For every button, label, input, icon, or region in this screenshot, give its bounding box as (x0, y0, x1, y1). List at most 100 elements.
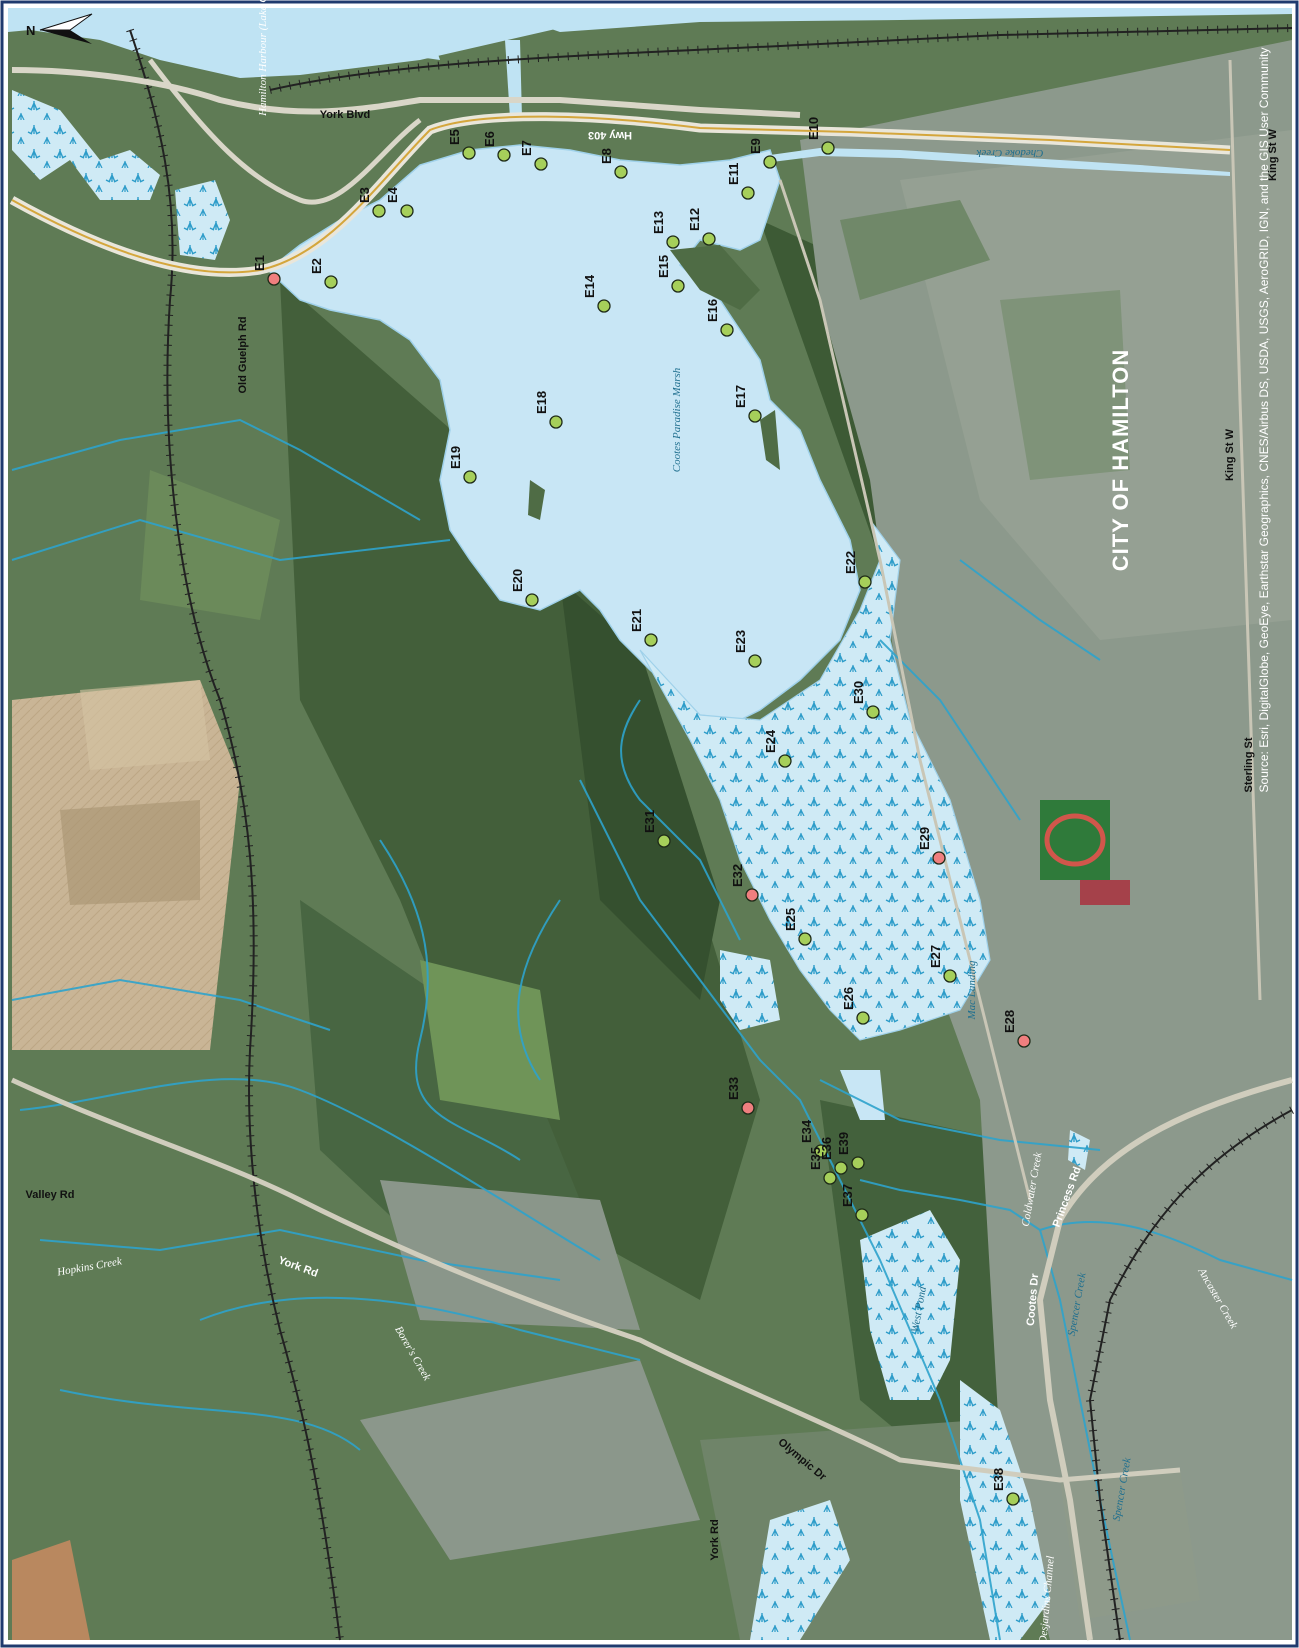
site-marker-e35[interactable] (823, 1171, 837, 1185)
site-label-e34: E34 (799, 1119, 814, 1143)
site-marker-e12[interactable] (702, 232, 716, 246)
site-marker-e23[interactable] (748, 654, 762, 668)
site-marker-e32[interactable] (745, 888, 759, 902)
label-hwy-403: Hwy 403 (588, 129, 632, 141)
site-marker-e5[interactable] (462, 146, 476, 160)
site-e5[interactable]: E5 (447, 129, 476, 160)
site-marker-e19[interactable] (463, 470, 477, 484)
site-e35[interactable]: E35 (808, 1147, 837, 1185)
site-e37[interactable]: E37 (840, 1184, 869, 1222)
site-e6[interactable]: E6 (482, 131, 511, 162)
site-marker-e21[interactable] (644, 633, 658, 647)
site-marker-e38[interactable] (1006, 1492, 1020, 1506)
marsh-open-water (266, 144, 861, 721)
site-e36[interactable]: E36 (819, 1137, 848, 1175)
site-e1[interactable]: E1 (252, 255, 281, 286)
site-marker-e4[interactable] (400, 204, 414, 218)
site-marker-e17[interactable] (748, 409, 762, 423)
site-e39[interactable]: E39 (836, 1132, 865, 1170)
site-e24[interactable]: E24 (763, 729, 792, 768)
site-marker-e10[interactable] (821, 141, 835, 155)
site-e27[interactable]: E27 (928, 945, 957, 983)
site-marker-e1[interactable] (267, 272, 281, 286)
site-e13[interactable]: E13 (651, 211, 680, 249)
site-marker-e6[interactable] (497, 148, 511, 162)
site-marker-e27[interactable] (943, 969, 957, 983)
site-marker-e24[interactable] (778, 754, 792, 768)
site-e9[interactable]: E9 (748, 138, 777, 169)
site-e28[interactable]: E28 (1002, 1010, 1031, 1048)
site-marker-e7[interactable] (534, 157, 548, 171)
label-york-blvd: York Blvd (320, 109, 371, 121)
railways (126, 24, 1294, 1641)
site-marker-e18[interactable] (549, 415, 563, 429)
site-e3[interactable]: E3 (357, 187, 386, 218)
site-marker-e16[interactable] (720, 323, 734, 337)
site-label-e8: E8 (599, 148, 614, 164)
site-label-e11: E11 (726, 163, 741, 185)
label-chedoke-creek: Chedoke Creek (975, 147, 1043, 159)
site-e2[interactable]: E2 (309, 258, 338, 289)
site-marker-e30[interactable] (866, 705, 880, 719)
site-e21[interactable]: E21 (629, 609, 658, 647)
site-marker-e22[interactable] (858, 575, 872, 589)
site-marker-e28[interactable] (1017, 1034, 1031, 1048)
site-marker-e34[interactable] (814, 1144, 828, 1158)
site-marker-e33[interactable] (741, 1101, 755, 1115)
site-label-e10: E10 (806, 117, 821, 140)
site-marker-e31[interactable] (657, 834, 671, 848)
site-e25[interactable]: E25 (783, 908, 812, 946)
site-marker-e37[interactable] (855, 1208, 869, 1222)
site-e17[interactable]: E17 (733, 385, 762, 423)
site-e8[interactable]: E8 (599, 148, 628, 179)
site-label-e6: E6 (482, 131, 497, 147)
site-marker-e11[interactable] (741, 186, 755, 200)
site-e19[interactable]: E19 (448, 446, 477, 484)
site-e12[interactable]: E12 (687, 208, 716, 246)
site-e38[interactable]: E38 (991, 1468, 1020, 1506)
site-e14[interactable]: E14 (582, 274, 611, 313)
site-e31[interactable]: E31 (642, 810, 671, 848)
site-e7[interactable]: E7 (519, 140, 548, 171)
site-e32[interactable]: E32 (730, 864, 759, 902)
site-e23[interactable]: E23 (733, 630, 762, 668)
site-marker-e29[interactable] (932, 851, 946, 865)
creek-network (11, 418, 1293, 1641)
site-e34[interactable]: E34 (799, 1119, 828, 1158)
site-marker-e13[interactable] (666, 235, 680, 249)
site-label-e20: E20 (510, 569, 525, 592)
label-king-st-w-top: King St W (1267, 128, 1279, 181)
site-marker-e25[interactable] (798, 932, 812, 946)
site-e26[interactable]: E26 (841, 987, 870, 1025)
site-label-e26: E26 (841, 987, 856, 1010)
site-marker-e36[interactable] (834, 1161, 848, 1175)
site-e16[interactable]: E16 (705, 299, 734, 337)
site-label-e32: E32 (730, 864, 745, 887)
site-e18[interactable]: E18 (534, 391, 563, 429)
site-marker-e8[interactable] (614, 165, 628, 179)
site-marker-e9[interactable] (763, 155, 777, 169)
site-e33[interactable]: E33 (726, 1077, 755, 1115)
site-e11[interactable]: E11 (726, 163, 755, 200)
site-label-e2: E2 (309, 258, 324, 274)
site-marker-e20[interactable] (525, 593, 539, 607)
site-marker-e26[interactable] (856, 1011, 870, 1025)
site-e4[interactable]: E4 (385, 186, 414, 218)
site-e20[interactable]: E20 (510, 569, 539, 607)
site-label-e33: E33 (726, 1077, 741, 1100)
site-marker-e3[interactable] (372, 204, 386, 218)
site-marker-e14[interactable] (597, 299, 611, 313)
source-credit: Source: Esri, DigitalGlobe, GeoEye, Eart… (1257, 48, 1271, 793)
site-label-e18: E18 (534, 391, 549, 414)
site-e30[interactable]: E30 (851, 681, 880, 719)
site-e10[interactable]: E10 (806, 117, 835, 155)
site-marker-e39[interactable] (851, 1156, 865, 1170)
site-e15[interactable]: E15 (656, 255, 685, 293)
site-marker-e2[interactable] (324, 275, 338, 289)
site-label-e14: E14 (582, 274, 597, 298)
site-e22[interactable]: E22 (843, 551, 872, 589)
site-marker-e15[interactable] (671, 279, 685, 293)
site-e29[interactable]: E29 (917, 827, 946, 865)
